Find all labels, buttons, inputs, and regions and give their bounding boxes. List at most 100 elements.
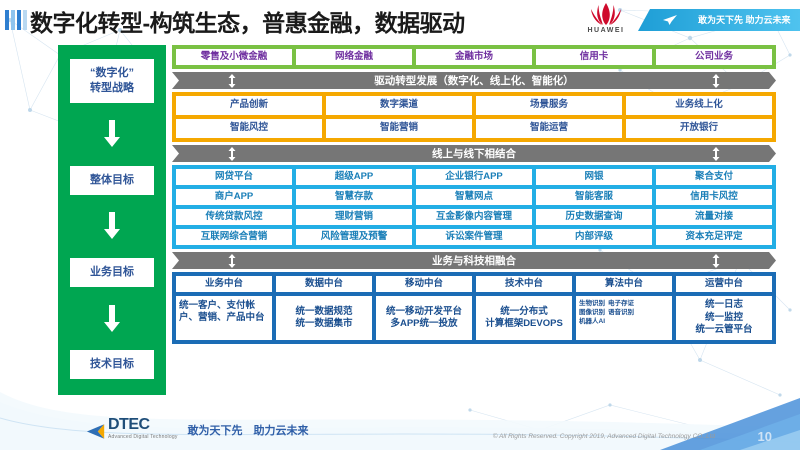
ribbon-slogan-text: 敢为天下先 助力云未来: [698, 15, 791, 25]
applications-grid-row2: 商户APP 智慧存款 智慧网点 智能客服 信用卡风控: [176, 189, 772, 205]
platform-header-cell[interactable]: 业务中台: [176, 276, 272, 292]
application-cell[interactable]: 信用卡风控: [656, 189, 772, 205]
business-line-cell[interactable]: 金融市场: [416, 49, 532, 65]
application-cell[interactable]: 理财营销: [296, 209, 412, 225]
rail-item-technology-goal[interactable]: 技术目标: [70, 350, 154, 379]
double-arrow-icon: [712, 147, 720, 161]
application-cell[interactable]: 企业银行APP: [416, 169, 532, 185]
rail-label-strategy-2: 转型战略: [90, 81, 134, 94]
capability-cell[interactable]: 开放银行: [626, 119, 772, 138]
business-lines-panel: 零售及小微金融 网络金融 金融市场 信用卡 公司业务: [172, 45, 776, 69]
business-line-cell[interactable]: 网络金融: [296, 49, 412, 65]
platform-body-line: 统一数据集市: [295, 318, 353, 329]
application-cell[interactable]: 传统贷款风控: [176, 209, 292, 225]
band-drive-transformation: 驱动转型发展（数字化、线上化、智能化）: [172, 72, 776, 89]
capabilities-grid-row1: 产品创新 数字渠道 场景服务 业务线上化: [176, 96, 772, 115]
platform-header-cell[interactable]: 数据中台: [276, 276, 372, 292]
application-cell[interactable]: 历史数据查询: [536, 209, 652, 225]
down-arrow-icon-3: [104, 304, 120, 332]
application-cell[interactable]: 网贷平台: [176, 169, 292, 185]
application-cell[interactable]: 商户APP: [176, 189, 292, 205]
algorithm-tag: 语音识别: [608, 308, 634, 316]
applications-grid-row1: 网贷平台 超级APP 企业银行APP 网银 聚合支付: [176, 169, 772, 185]
rail-label-strategy-1: “数字化”: [90, 67, 134, 79]
application-cell[interactable]: 网银: [536, 169, 652, 185]
page-title: 数字化转型-构筑生态，普惠金融，数据驱动: [30, 10, 465, 36]
dtec-slogan: 敢为天下先 助力云未来: [187, 425, 309, 437]
platform-body-line: 统一移动开发平台: [385, 305, 462, 317]
rail-item-overall-goal[interactable]: 整体目标: [70, 165, 154, 195]
capability-cell[interactable]: 智能营销: [326, 119, 472, 138]
architecture-stack: 零售及小微金融 网络金融 金融市场 信用卡 公司业务 驱动转型发展（数字化、线上…: [172, 45, 776, 395]
business-line-cell[interactable]: 公司业务: [656, 49, 772, 65]
platform-bodies-grid: 统一客户、支付帐户、营销、产品中台 统一数据规范 统一数据集市 统一移动开发平台…: [176, 296, 772, 340]
double-arrow-icon: [712, 74, 720, 88]
copyright-text: © All Rights Reserved. Copyright 2019, A…: [492, 433, 715, 440]
business-line-cell[interactable]: 零售及小微金融: [176, 49, 292, 65]
band-online-offline-label: 线上与线下相结合: [432, 148, 516, 160]
application-cell[interactable]: 智慧存款: [296, 189, 412, 205]
platform-header-cell[interactable]: 运营中台: [676, 276, 772, 292]
page-number: 10: [757, 429, 772, 444]
platform-body-cell-algorithms[interactable]: 生物识别电子存证 图像识别语音识别 机器人AI: [576, 296, 672, 340]
capability-cell[interactable]: 数字渠道: [326, 96, 472, 115]
platform-body-cell[interactable]: 统一日志 统一监控 统一云管平台: [676, 296, 772, 340]
application-cell[interactable]: 智慧网点: [416, 189, 532, 205]
capability-cell[interactable]: 产品创新: [176, 96, 322, 115]
slogan-ribbon: 敢为天下先 助力云未来: [638, 9, 800, 31]
down-arrow-icon-1: [104, 120, 120, 148]
platform-body-line: 统一数据规范: [295, 305, 353, 317]
platform-body-cell[interactable]: 统一数据规范 统一数据集市: [276, 296, 372, 340]
applications-grid-row3: 传统贷款风控 理财营销 互金影像内容管理 历史数据查询 流量对接: [176, 209, 772, 225]
down-arrow-icon-2: [104, 212, 120, 240]
band-online-offline: 线上与线下相结合: [172, 145, 776, 162]
algorithm-tag: 生物识别: [579, 300, 605, 307]
application-cell[interactable]: 互金影像内容管理: [416, 209, 532, 225]
dtec-wordmark: DTEC: [108, 416, 150, 433]
paper-plane-icon: [663, 15, 677, 25]
band-business-tech-fusion: 业务与科技相融合: [172, 252, 776, 269]
application-cell[interactable]: 资本充足评定: [656, 229, 772, 245]
platform-body-line: 多APP统一投放: [390, 318, 458, 329]
capabilities-grid-row2: 智能风控 智能营销 智能运营 开放银行: [176, 119, 772, 138]
algorithm-tag: 图像识别: [579, 308, 605, 316]
application-cell[interactable]: 诉讼案件管理: [416, 229, 532, 245]
applications-grid-row4: 互联网综合营销 风险管理及预警 诉讼案件管理 内部评级 资本充足评定: [176, 229, 772, 245]
huawei-logo: HUAWEI: [578, 2, 634, 40]
application-cell[interactable]: 互联网综合营销: [176, 229, 292, 245]
algorithm-tag-list: 生物识别电子存证 图像识别语音识别 机器人AI: [579, 300, 637, 326]
application-cell[interactable]: 风险管理及预警: [296, 229, 412, 245]
platform-header-cell[interactable]: 算法中台: [576, 276, 672, 292]
application-cell[interactable]: 超级APP: [296, 169, 412, 185]
platforms-panel: 业务中台 数据中台 移动中台 技术中台 算法中台 运营中台 统一客户、支付帐户、…: [172, 272, 776, 344]
dtec-arrow-icon: [86, 424, 105, 439]
business-line-cell[interactable]: 信用卡: [536, 49, 652, 65]
slide-header: 数字化转型-构筑生态，普惠金融，数据驱动 HUAWEI: [0, 0, 800, 42]
rail-item-business-goal[interactable]: 业务目标: [70, 258, 154, 287]
double-arrow-icon: [228, 147, 236, 161]
capability-cell[interactable]: 智能运营: [476, 119, 622, 138]
capability-cell[interactable]: 业务线上化: [626, 96, 772, 115]
platform-body-cell[interactable]: 统一移动开发平台 多APP统一投放: [376, 296, 472, 340]
application-cell[interactable]: 流量对接: [656, 209, 772, 225]
application-cell[interactable]: 聚合支付: [656, 169, 772, 185]
platform-header-cell[interactable]: 技术中台: [476, 276, 572, 292]
rail-item-strategy[interactable]: “数字化” 转型战略: [70, 59, 154, 103]
platform-body-line: 统一分布式: [500, 305, 548, 317]
strategy-rail: “数字化” 转型战略 整体目标 业务目标 技术目标: [58, 45, 166, 395]
algorithm-tag: 机器人AI: [579, 317, 605, 325]
capabilities-panel: 产品创新 数字渠道 场景服务 业务线上化 智能风控 智能营销 智能运营 开放银行: [172, 92, 776, 142]
double-arrow-icon: [712, 254, 720, 268]
platform-header-cell[interactable]: 移动中台: [376, 276, 472, 292]
applications-panel: 网贷平台 超级APP 企业银行APP 网银 聚合支付 商户APP 智慧存款 智慧…: [172, 165, 776, 249]
platform-body-cell[interactable]: 统一客户、支付帐户、营销、产品中台: [176, 296, 272, 340]
application-cell[interactable]: 智能客服: [536, 189, 652, 205]
platform-headers-grid: 业务中台 数据中台 移动中台 技术中台 算法中台 运营中台: [176, 276, 772, 292]
capability-cell[interactable]: 场景服务: [476, 96, 622, 115]
application-cell[interactable]: 内部评级: [536, 229, 652, 245]
capability-cell[interactable]: 智能风控: [176, 119, 322, 138]
band-drive-label: 驱动转型发展（数字化、线上化、智能化）: [374, 75, 574, 87]
title-decoration-bars: [5, 10, 27, 30]
platform-body-cell[interactable]: 统一分布式 计算框架DEVOPS: [476, 296, 572, 340]
